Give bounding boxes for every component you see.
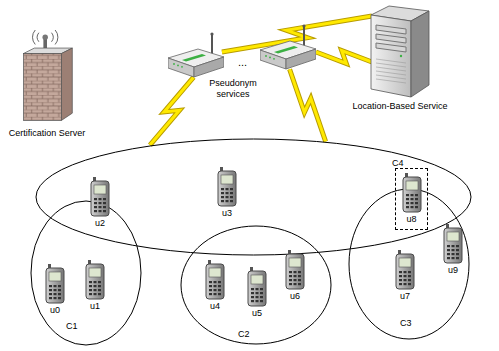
wireless-link: [316, 51, 372, 64]
user-device: u5: [242, 265, 272, 321]
user-label: u1: [80, 301, 110, 312]
ellipsis-label: ...: [238, 56, 247, 68]
cloak-region: C2 u4 u5 u6: [180, 225, 332, 345]
phone-icon: [247, 267, 267, 307]
region-label: C3: [400, 318, 412, 329]
user-device: u7: [390, 248, 420, 304]
user-device: u9: [438, 222, 468, 278]
router-icon: [260, 24, 316, 74]
user-device: u8: [395, 168, 428, 230]
user-device: u0: [40, 262, 70, 318]
bolt-outline: [316, 51, 372, 64]
cloak-region: C1 u2 u0 u1: [30, 200, 142, 346]
cloak-region: C3 u8 u7 u9: [348, 188, 470, 340]
wall-icon: [18, 30, 76, 124]
wireless-link: [150, 77, 194, 145]
phone-icon: [90, 177, 110, 217]
user-label: u7: [390, 291, 420, 302]
wireless-link: [290, 69, 326, 141]
location-service: Location-Based Service: [345, 3, 455, 115]
node-label: Location-Based Service: [345, 101, 455, 112]
phone-icon: [45, 264, 65, 304]
user-label: u2: [85, 218, 115, 229]
bolt-core: [316, 51, 372, 64]
user-label: u5: [242, 308, 272, 319]
bolt-outline: [290, 69, 326, 141]
server-icon: [365, 3, 435, 98]
router-icon: [168, 32, 224, 82]
user-device: u2: [85, 175, 115, 231]
region-label: C2: [238, 329, 250, 340]
phone-icon: [443, 224, 463, 264]
user-label: u9: [438, 265, 468, 276]
user-label: u3: [212, 208, 242, 219]
phone-icon: [285, 250, 305, 290]
phone-icon: [395, 250, 415, 290]
user-device: u6: [280, 248, 310, 304]
node-label: Pseudonym services: [198, 78, 268, 100]
user-label: u8: [396, 214, 427, 225]
bolt-core: [290, 69, 326, 141]
user-device: u4: [200, 258, 230, 314]
phone-icon: [402, 173, 422, 213]
bolt-outline: [150, 77, 194, 145]
phone-icon: [205, 260, 225, 300]
user-label: u0: [40, 305, 70, 316]
user-label: u6: [280, 291, 310, 302]
node-label: Certification Server: [8, 128, 86, 139]
phone-icon: [85, 260, 105, 300]
bolt-core: [150, 77, 194, 145]
certification-server: Certification Server: [8, 30, 86, 155]
user-device: u1: [80, 258, 110, 314]
phone-icon: [217, 167, 237, 207]
user-device: u3: [212, 165, 242, 221]
user-label: u4: [200, 301, 230, 312]
region-label: C1: [66, 321, 78, 332]
